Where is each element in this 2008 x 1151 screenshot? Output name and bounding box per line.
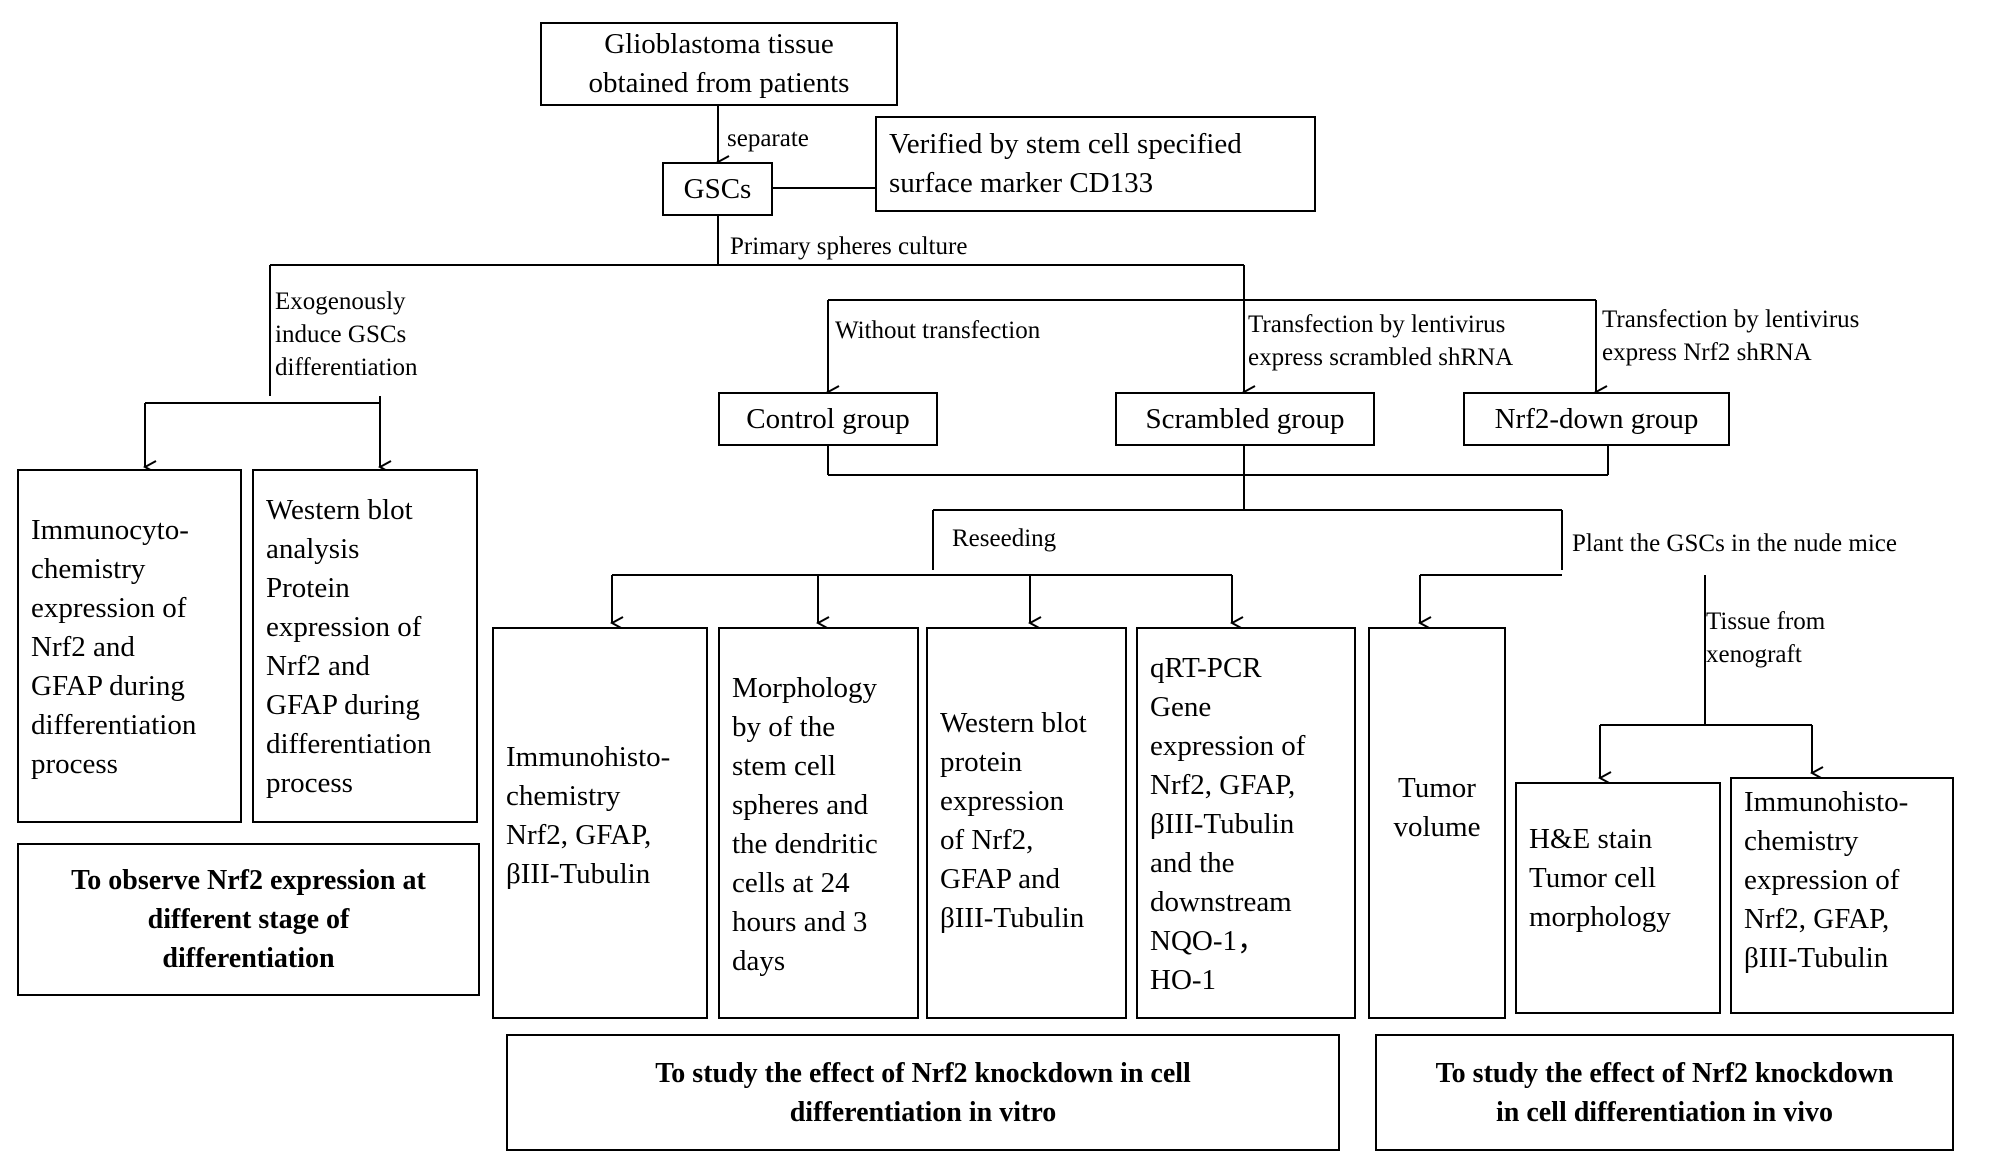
label-reseeding: Reseeding	[952, 525, 1057, 552]
goal-observe-nrf2-expression: To observe Nrf2 expression at different …	[17, 843, 480, 996]
node-qrt-pcr: qRT-PCR Gene expression of Nrf2, GFAP, β…	[1136, 627, 1356, 1019]
node-gscs: GSCs	[662, 162, 773, 216]
label-without-transfection: Without transfection	[835, 317, 1041, 344]
label-primary-spheres-culture: Primary spheres culture	[730, 233, 968, 260]
label-separate: separate	[727, 125, 809, 152]
label-tissue-from-xenograft: Tissue from xenograft	[1706, 608, 1826, 668]
node-immunocytochemistry: Immunocyto- chemistry expression of Nrf2…	[17, 469, 242, 823]
node-western-blot-protein: Western blot protein expression of Nrf2,…	[926, 627, 1127, 1019]
node-glioblastoma-tissue: Glioblastoma tissue obtained from patien…	[540, 22, 898, 106]
node-tumor-volume: Tumor volume	[1368, 627, 1506, 1019]
node-cd133-verification: Verified by stem cell specified surface …	[875, 116, 1316, 212]
node-immunohistochemistry-vitro: Immunohisto- chemistry Nrf2, GFAP, βIII-…	[492, 627, 708, 1019]
goal-in-vivo: To study the effect of Nrf2 knockdown in…	[1375, 1034, 1954, 1151]
node-nrf2-down-group: Nrf2-down group	[1463, 392, 1730, 446]
label-transfection-nrf2: Transfection by lentivirus express Nrf2 …	[1602, 306, 1860, 366]
goal-in-vitro: To study the effect of Nrf2 knockdown in…	[506, 1034, 1340, 1151]
node-control-group: Control group	[718, 392, 938, 446]
node-immunohistochemistry-vivo: Immunohisto- chemistry expression of Nrf…	[1730, 777, 1954, 1014]
label-exogenous-induction: Exogenously induce GSCs differentiation	[275, 288, 418, 381]
node-scrambled-group: Scrambled group	[1115, 392, 1375, 446]
node-morphology: Morphology by of the stem cell spheres a…	[718, 627, 919, 1019]
label-transfection-scrambled: Transfection by lentivirus express scram…	[1248, 311, 1514, 371]
node-he-stain: H&E stain Tumor cell morphology	[1515, 782, 1721, 1014]
label-plant-gscs: Plant the GSCs in the nude mice	[1572, 530, 1897, 557]
node-western-blot-analysis: Western blot analysis Protein expression…	[252, 469, 478, 823]
